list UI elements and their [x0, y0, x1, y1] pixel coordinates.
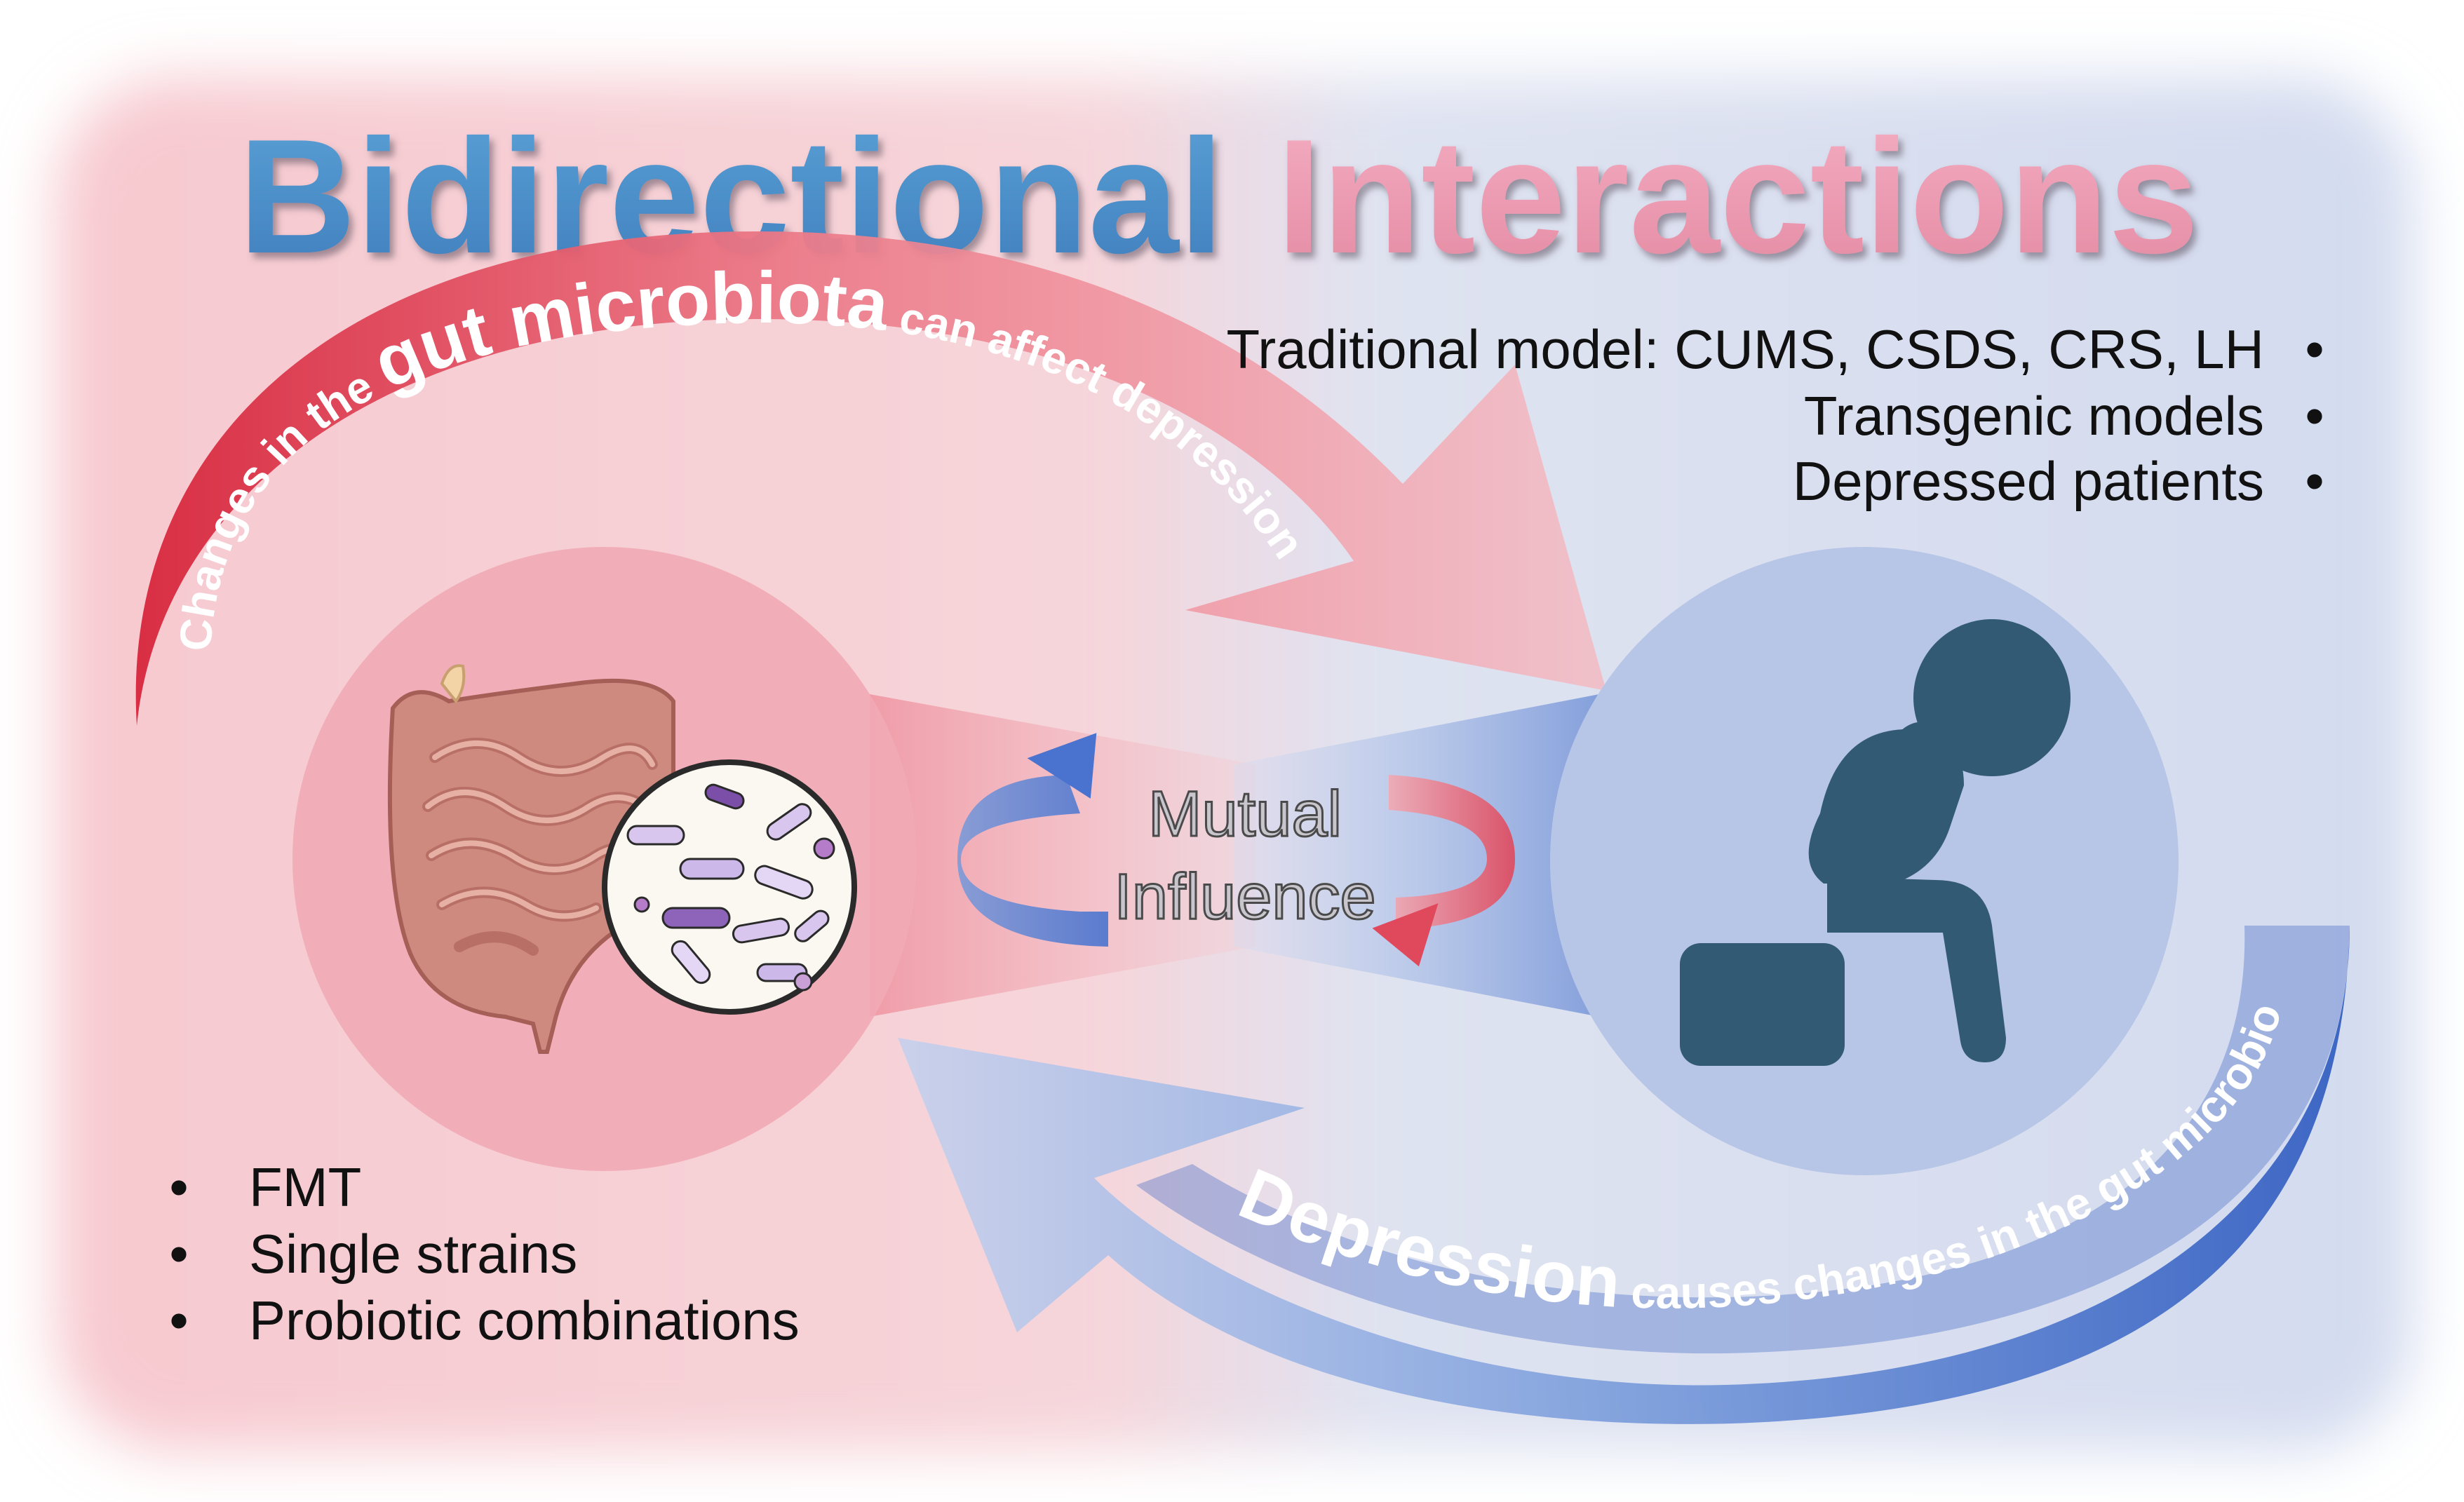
gut-circle: [292, 547, 917, 1171]
bullet: •: [169, 1290, 188, 1351]
interventions-list-item: Probiotic combinations: [249, 1290, 800, 1351]
interventions-list-item: FMT: [249, 1156, 361, 1218]
bullet: •: [169, 1223, 188, 1285]
models-list: Traditional model: CUMS, CSDS, CRS, LH •…: [1226, 318, 2324, 512]
center-label-line2: Influence: [1114, 861, 1375, 933]
interventions-list: • FMT • Single strains • Probiotic combi…: [169, 1156, 799, 1351]
bullet: •: [169, 1156, 188, 1218]
title-word-right: Interactions: [1277, 106, 2199, 287]
title: Bidirectional Interactions: [238, 106, 2199, 287]
center-label-line1: Mutual: [1148, 778, 1342, 850]
bullet: •: [2305, 450, 2324, 512]
bacteria-magnifier-icon: [602, 759, 857, 1015]
models-list-item: Transgenic models: [1804, 385, 2264, 447]
person-circle: [1550, 547, 2179, 1175]
models-list-item: Depressed patients: [1793, 450, 2264, 512]
depressed-person-icon: [1680, 619, 2071, 1066]
models-list-item: Traditional model: CUMS, CSDS, CRS, LH: [1226, 318, 2264, 380]
mutual-influence-cycle: Mutual Influence: [957, 733, 1515, 967]
bullet: •: [2305, 318, 2324, 380]
interventions-list-item: Single strains: [249, 1223, 577, 1285]
bullet: •: [2305, 385, 2324, 447]
connection-beams: [870, 694, 1599, 1017]
